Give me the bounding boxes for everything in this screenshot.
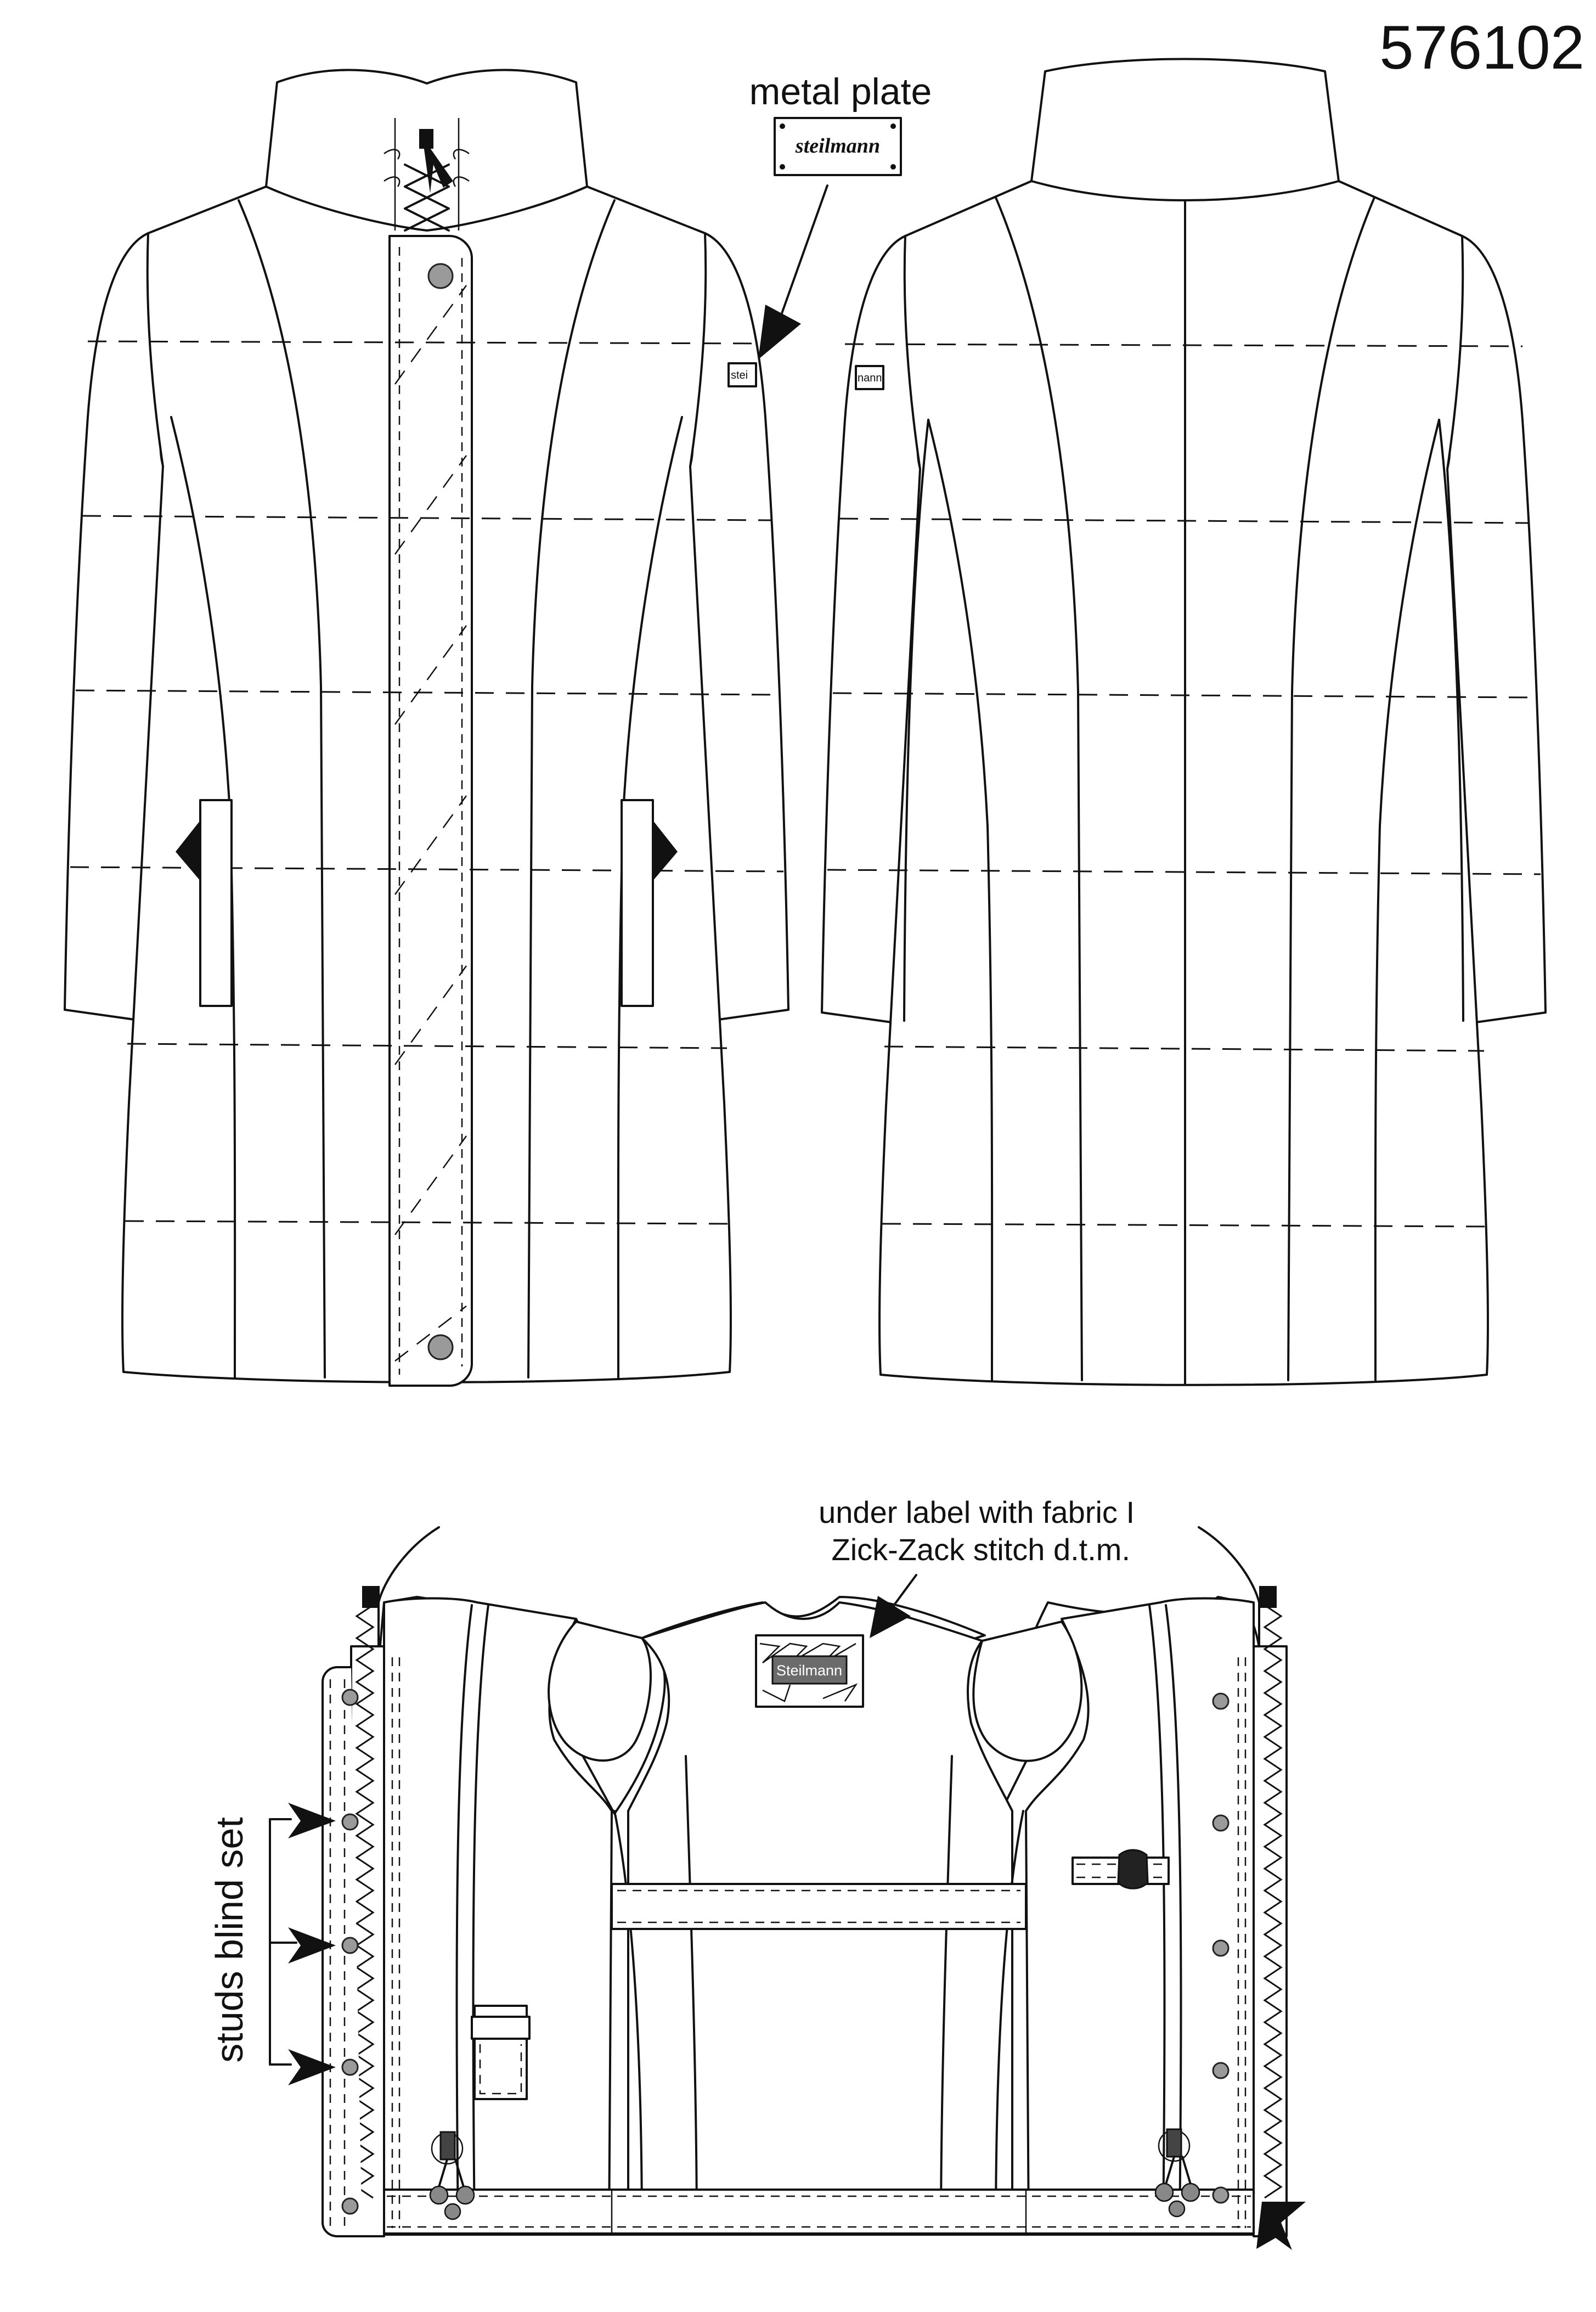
studs-blind-set-label: studs blind set (208, 1817, 251, 2062)
inner-brand-label-text: Steilmann (776, 1662, 842, 1679)
back-quilting-lines (827, 343, 1541, 1228)
back-collar (1030, 58, 1340, 201)
right-zigzag-edge (1263, 1604, 1283, 2199)
plate-rivet (780, 164, 785, 170)
right-facing-stitch (1237, 1657, 1247, 2228)
left-drawcord-toggle (429, 2131, 475, 2220)
back-right-sleeve-seam (1438, 419, 1464, 1022)
bottom-right-arrow (1256, 2202, 1306, 2250)
left-armhole (548, 1621, 652, 1762)
front-right-pocket-welt (621, 799, 654, 1007)
lining-back-side-seams (685, 1755, 953, 2236)
plate-rivet (890, 164, 896, 170)
stud-left-4 (341, 2058, 359, 2076)
under-label-zigzag (759, 1642, 858, 1702)
placket-stitching (398, 247, 463, 1375)
stud-left-2 (341, 1813, 359, 1831)
right-facing-top-stop (1259, 1586, 1277, 1608)
inside-left-shell-edge (377, 1526, 440, 1664)
under-label-leader (892, 1574, 917, 1607)
placket-stud-bottom (427, 1334, 454, 1360)
collar-inner-edge (394, 118, 460, 230)
inside-left-pocket-stitch (479, 2044, 522, 2095)
back-sleeve-plate-text: nann (858, 372, 882, 384)
back-body (878, 180, 1489, 1386)
metal-plate-brand: steilmann (795, 134, 880, 157)
front-quilting-lines (70, 340, 784, 1225)
back-left-sleeve-seam (903, 419, 929, 1022)
placket-stud-top (427, 263, 454, 289)
back-stay-band (611, 1883, 1027, 1930)
left-pocket-arrow (176, 820, 200, 881)
back-left-side-seam (927, 419, 994, 1381)
metal-plate-leader (778, 184, 828, 322)
inside-hang-tab-fastener (1117, 1849, 1149, 1889)
right-pocket-arrow (653, 820, 678, 881)
right-armhole (972, 1621, 1083, 1762)
stud-right-2 (1212, 1814, 1230, 1832)
studs-bracket (269, 1818, 297, 2066)
metal-plate-callout: metal plate steilmann (749, 71, 932, 359)
under-label-line1: under label with fabric I (819, 1495, 1135, 1529)
front-sleeve-plate-text: stei (731, 369, 748, 381)
right-facing (1253, 1645, 1288, 2237)
collar-hook-marks (384, 149, 470, 187)
plate-rivet (780, 123, 785, 129)
zip-crossing-stitch (404, 164, 450, 232)
lining-hem-band (380, 2189, 1257, 2235)
studs-arrow-3 (288, 2049, 336, 2085)
front-right-princess-seam (527, 199, 616, 1379)
front-sleeve-metal-plate (727, 362, 757, 387)
inside-right-shell-edge (1198, 1526, 1260, 1664)
studs-arrow-2 (288, 1927, 336, 1964)
left-facing-top-stop (362, 1586, 380, 1608)
inside-left-pocket-flap (471, 2016, 531, 2040)
article-number: 576102 (1379, 13, 1584, 82)
back-sleeve-metal-plate (855, 365, 884, 390)
back-view: nann (821, 58, 1547, 1386)
stud-right-4 (1212, 2062, 1230, 2079)
hem-band-seams (611, 2190, 1027, 2235)
plate-rivet (890, 123, 896, 129)
front-left-princess-seam (238, 199, 326, 1379)
left-facing-stitch (391, 1657, 401, 2228)
front-left-pocket-welt (199, 799, 233, 1007)
under-label-line2: Zick-Zack stitch d.t.m. (832, 1532, 1131, 1567)
front-placket (388, 235, 473, 1387)
stud-right-3 (1212, 1939, 1230, 1957)
stud-left-3 (341, 1937, 359, 1954)
studs-arrow-1 (288, 1803, 336, 1838)
front-view: stei (64, 69, 789, 1387)
stud-right-5 (1212, 2186, 1230, 2204)
lining-left-seams (455, 1604, 643, 2236)
zip-pull-arrow (422, 137, 453, 193)
right-drawcord-toggle (1154, 2128, 1200, 2218)
under-label-arrow (870, 1596, 911, 1638)
inside-view: studs blind set under label with fabric … (208, 1495, 1306, 2250)
stud-right-1 (1212, 1692, 1230, 1710)
metal-plate-arrow (758, 305, 801, 359)
back-right-princess-seam (1287, 196, 1375, 1381)
metal-plate-detail (774, 117, 902, 176)
stud-left-5 (341, 2197, 359, 2215)
placket-diagonal-quilting (394, 285, 467, 1362)
lining-right-front-panel (1025, 1597, 1255, 2236)
inner-brand-label (771, 1655, 848, 1685)
left-stud-strip (322, 1666, 363, 2237)
metal-plate-label: metal plate (749, 71, 932, 112)
stud-left-1 (341, 1689, 359, 1706)
back-stay-stitching (617, 1889, 1020, 1923)
back-left-princess-seam (995, 196, 1083, 1381)
hem-band-stitching (387, 2195, 1251, 2228)
